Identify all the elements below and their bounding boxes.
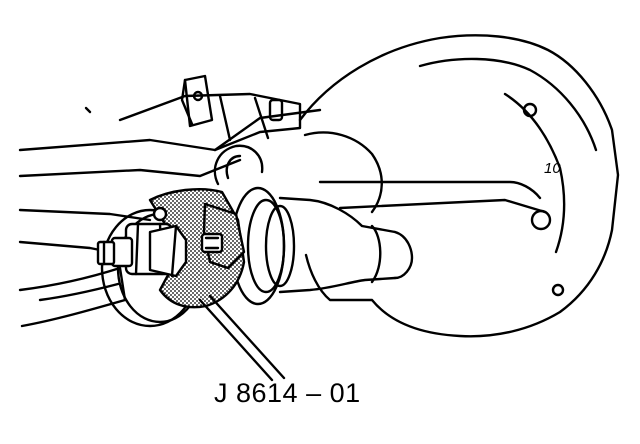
leader-line-1 bbox=[198, 298, 274, 382]
tool-number-label: J 8614 – 01 bbox=[214, 378, 361, 408]
housing-rib bbox=[418, 57, 598, 152]
housing-inner-edge bbox=[503, 92, 566, 254]
drive-square bbox=[96, 240, 116, 266]
housing-seam bbox=[318, 180, 542, 200]
tab-hole bbox=[192, 90, 204, 102]
housing-bolt-hole bbox=[522, 102, 538, 118]
pinion-shaft-bottom bbox=[278, 276, 397, 294]
nut-facet bbox=[170, 224, 178, 278]
frame-rail-mid bbox=[18, 158, 242, 178]
tab-bracket bbox=[183, 74, 214, 128]
housing-lobe bbox=[303, 131, 383, 214]
holder-bolt-hex bbox=[204, 236, 220, 250]
upper-loop-inner bbox=[225, 154, 242, 180]
tick-mark bbox=[84, 106, 92, 114]
holder-bolt bbox=[152, 206, 168, 222]
bracket-bolt bbox=[268, 98, 284, 122]
tab-bracket-fold bbox=[180, 78, 194, 126]
holder-bolt-head bbox=[200, 232, 224, 254]
pinion-nut bbox=[148, 224, 188, 278]
lower-arm bbox=[18, 266, 127, 328]
lower-arm-edge bbox=[38, 282, 120, 302]
housing-lower-seam bbox=[338, 198, 547, 214]
yoke-flange-back bbox=[264, 204, 296, 288]
housing-bolt-hole bbox=[551, 283, 565, 297]
upper-loop bbox=[213, 144, 264, 186]
frame-bracket bbox=[118, 92, 302, 152]
pinion-ring bbox=[370, 224, 382, 284]
frame-bracket-face bbox=[218, 94, 270, 142]
frame-rail-bottom bbox=[18, 240, 112, 254]
housing-number: 10 bbox=[544, 160, 561, 177]
yoke-flange-inner bbox=[246, 198, 286, 294]
housing-bolt-hole bbox=[530, 209, 552, 231]
axle-housing bbox=[298, 34, 620, 338]
frame-rail-lower bbox=[18, 208, 152, 222]
leader-line-2 bbox=[208, 294, 286, 380]
pinion-nose bbox=[393, 230, 414, 280]
pinion-shaft-top bbox=[278, 196, 397, 234]
